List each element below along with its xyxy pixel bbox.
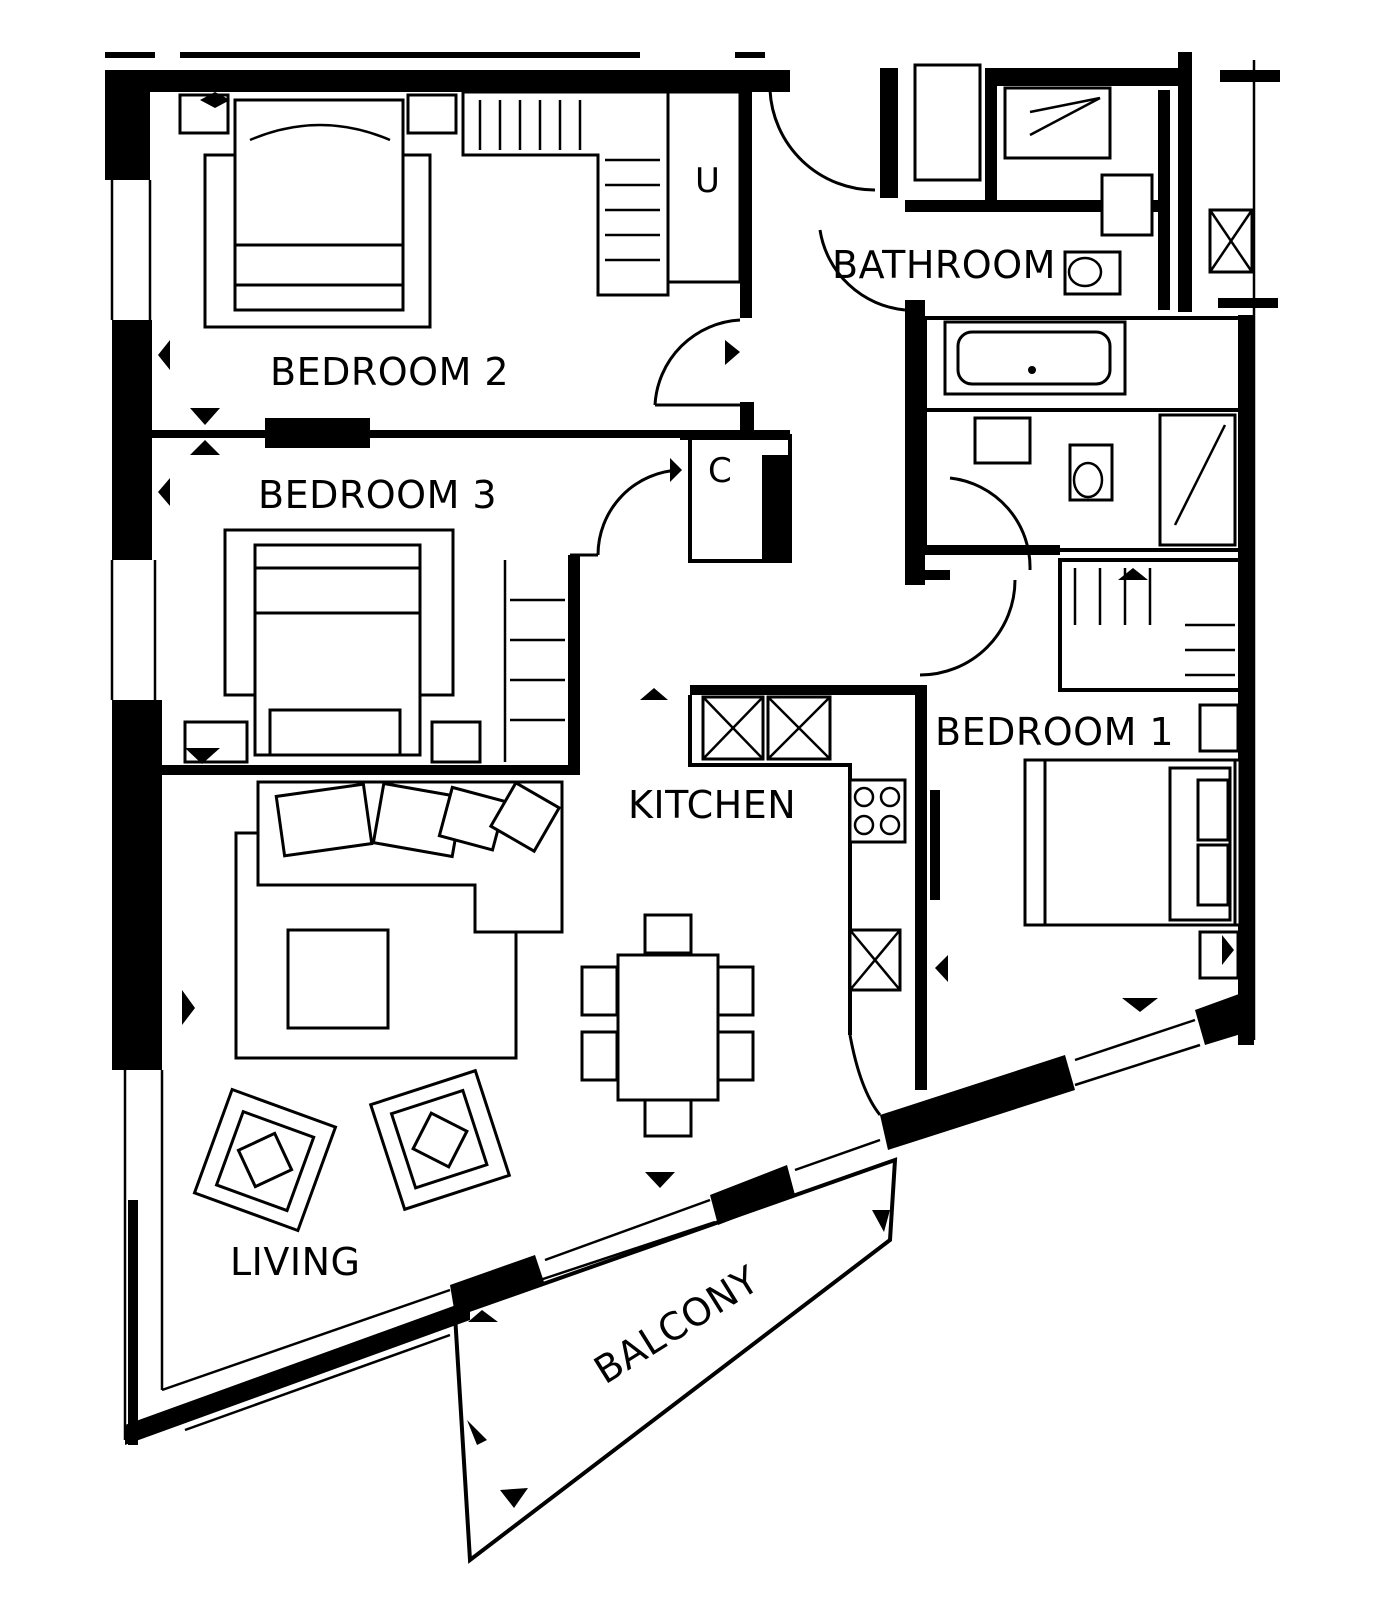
bathroom-label: BATHROOM [832, 243, 1056, 287]
door-swings [570, 89, 1032, 1116]
bathroom-fixtures [913, 63, 1254, 547]
living-furniture [192, 780, 755, 1233]
bedroom-1-furniture [930, 568, 1242, 980]
balcony-label: BALCONY [586, 1257, 766, 1392]
utility-cupboard-label: U [695, 161, 720, 201]
balcony-outline [452, 1157, 898, 1564]
kitchen-label: KITCHEN [628, 783, 796, 827]
exterior-walls [105, 52, 1280, 1445]
living-label: LIVING [230, 1240, 360, 1284]
bedroom-1-label: BEDROOM 1 [935, 710, 1174, 754]
interior-walls [150, 68, 1242, 1090]
bedroom-2-label: BEDROOM 2 [270, 350, 509, 394]
cupboard-label: C [708, 451, 732, 491]
kitchen-units [688, 695, 907, 1035]
arrow-markers [158, 92, 1234, 1508]
bedroom-3-label: BEDROOM 3 [258, 473, 497, 517]
bedroom-3-furniture [183, 528, 565, 764]
bedroom-2-furniture [178, 90, 742, 329]
